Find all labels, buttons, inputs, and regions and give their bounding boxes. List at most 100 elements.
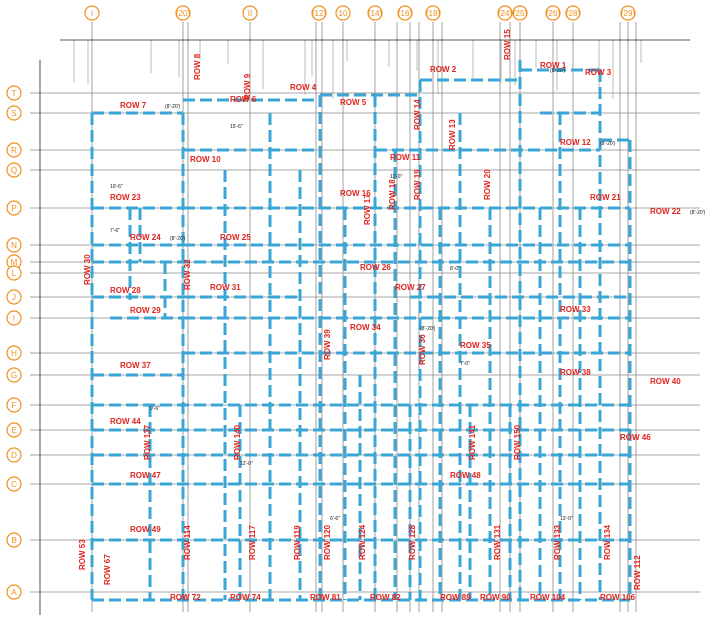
row-bubble-label: B bbox=[11, 536, 16, 545]
row-bubble-label: A bbox=[11, 588, 17, 597]
row-label-layer: ROW 1ROW 2ROW 3ROW 4ROW 5ROW 6ROW 7ROW 8… bbox=[78, 29, 681, 602]
row-label: ROW 104 bbox=[530, 593, 566, 602]
row-label: ROW 48 bbox=[450, 471, 481, 480]
column-bubble-label: (20) bbox=[176, 9, 191, 18]
row-label: ROW 53 bbox=[78, 539, 87, 570]
row-bubble-label: S bbox=[11, 109, 16, 118]
row-label: ROW 106 bbox=[600, 593, 636, 602]
row-label: ROW 150 bbox=[513, 424, 522, 460]
dimension-label: 7'-0" bbox=[460, 361, 470, 367]
row-label: ROW 37 bbox=[120, 361, 151, 370]
row-label: ROW 35 bbox=[460, 341, 491, 350]
row-label: ROW 10 bbox=[190, 155, 221, 164]
row-label: ROW 112 bbox=[633, 555, 642, 590]
row-bubble-label: N bbox=[11, 241, 17, 250]
column-bubble-label: (25) bbox=[513, 9, 528, 18]
column-bubble-label: (12) bbox=[312, 9, 327, 18]
row-label: ROW 29 bbox=[130, 306, 161, 315]
row-label: ROW 19 bbox=[413, 169, 422, 200]
row-label: ROW 26 bbox=[360, 263, 391, 272]
row-bubble-label: L bbox=[12, 269, 17, 278]
row-bubble-label: P bbox=[11, 204, 16, 213]
column-bubble-label: 10 bbox=[339, 9, 348, 18]
row-label: ROW 14 bbox=[413, 99, 422, 130]
dimension-label: 8'-0" bbox=[450, 266, 460, 272]
row-label: ROW 46 bbox=[620, 433, 651, 442]
column-bubble-label: II bbox=[248, 9, 252, 18]
row-bubble-label: G bbox=[11, 371, 17, 380]
row-bubble-label: J bbox=[12, 293, 16, 302]
size-tag: (8'-20') bbox=[165, 104, 181, 110]
row-label: ROW 44 bbox=[110, 417, 141, 426]
size-tag: (8'-20') bbox=[600, 141, 616, 147]
size-tag: (8'-20') bbox=[550, 68, 566, 74]
dimension-label: 13'-0" bbox=[560, 516, 573, 522]
row-label: ROW 32 bbox=[183, 259, 192, 290]
row-label: ROW 30 bbox=[83, 254, 92, 285]
column-bubble-label: (29) bbox=[621, 9, 636, 18]
column-bubble-label: I bbox=[91, 9, 93, 18]
row-label: ROW 3 bbox=[585, 68, 612, 77]
row-label: ROW 7 bbox=[120, 101, 147, 110]
row-label: ROW 4 bbox=[290, 83, 317, 92]
row-label: ROW 18 bbox=[388, 179, 397, 210]
row-label: ROW 47 bbox=[130, 471, 161, 480]
column-bubble-label: (26) bbox=[546, 9, 561, 18]
row-label: ROW 89 bbox=[440, 593, 471, 602]
row-bubble-label: H bbox=[11, 349, 17, 358]
row-label: ROW 90 bbox=[480, 593, 511, 602]
row-label: ROW 31 bbox=[210, 283, 241, 292]
dimension-label: 9'-6" bbox=[150, 406, 160, 412]
row-label: ROW 12 bbox=[560, 138, 591, 147]
row-label: ROW 40 bbox=[650, 377, 681, 386]
row-label: ROW 9 bbox=[243, 73, 252, 100]
row-label: ROW 11 bbox=[390, 153, 421, 162]
row-label: ROW 72 bbox=[170, 593, 201, 602]
row-label: ROW 15 bbox=[503, 29, 512, 60]
row-label: ROW 20 bbox=[483, 169, 492, 200]
dimension-label: 15'-6" bbox=[230, 124, 243, 130]
row-label: ROW 120 bbox=[323, 524, 332, 560]
row-label: ROW 74 bbox=[230, 593, 261, 602]
row-label: ROW 36 bbox=[418, 334, 427, 365]
row-label: ROW 24 bbox=[130, 233, 161, 242]
row-label: ROW 28 bbox=[110, 286, 141, 295]
row-label: ROW 131 bbox=[493, 524, 502, 560]
row-label: ROW 49 bbox=[130, 525, 161, 534]
row-label: ROW 27 bbox=[395, 283, 426, 292]
row-label: ROW 22 bbox=[650, 207, 681, 216]
row-label: ROW 141 bbox=[468, 424, 477, 460]
column-bubble-label: (24) bbox=[498, 9, 513, 18]
row-label: ROW 133 bbox=[553, 524, 562, 560]
row-label: ROW 5 bbox=[340, 98, 367, 107]
row-label: ROW 23 bbox=[110, 193, 141, 202]
row-label: ROW 81 bbox=[310, 593, 341, 602]
row-grid-bubbles: TSRQPNMLJIHGFEDCBA bbox=[7, 86, 21, 599]
column-grid-bubbles: I(20)II(12)10(14)(16)(18)(24)(25)(26)(28… bbox=[85, 6, 635, 20]
row-label: ROW 114 bbox=[183, 525, 192, 560]
row-label: ROW 117 bbox=[248, 525, 257, 560]
dimension-label: 6'-6" bbox=[330, 516, 340, 522]
row-bubble-label: T bbox=[12, 89, 17, 98]
dimension-label: 10'-6" bbox=[110, 184, 123, 190]
column-bubble-label: (16) bbox=[398, 9, 413, 18]
row-label: ROW 13 bbox=[448, 119, 457, 150]
row-label: ROW 119 bbox=[293, 525, 302, 560]
row-label: ROW 33 bbox=[560, 305, 591, 314]
column-bubble-label: (28) bbox=[566, 9, 581, 18]
row-label: ROW 82 bbox=[370, 593, 401, 602]
row-label: ROW 38 bbox=[560, 368, 591, 377]
row-label: ROW 140 bbox=[233, 424, 242, 460]
row-label: ROW 25 bbox=[220, 233, 251, 242]
row-bubble-label: E bbox=[11, 426, 16, 435]
row-label: ROW 39 bbox=[323, 329, 332, 360]
row-label: ROW 134 bbox=[603, 524, 612, 560]
row-bubble-label: I bbox=[13, 314, 15, 323]
row-bubble-label: R bbox=[11, 146, 17, 155]
dimension-label: 11'-0" bbox=[390, 174, 403, 180]
row-bubble-label: F bbox=[12, 401, 17, 410]
row-bubble-label: C bbox=[11, 480, 17, 489]
row-label: ROW 128 bbox=[408, 524, 417, 560]
row-label: ROW 124 bbox=[358, 524, 367, 560]
